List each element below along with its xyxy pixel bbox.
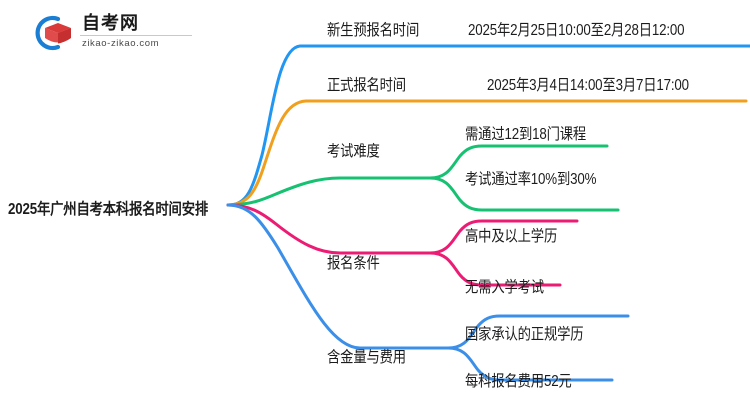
mindmap-branch-node-1[interactable]: 新生预报名时间 xyxy=(327,22,420,39)
connector-branch-3 xyxy=(226,176,432,207)
mindmap-branch-node-4[interactable]: 报名条件 xyxy=(327,255,380,272)
logo-mark-icon xyxy=(35,15,71,51)
logo-name-cn: 自考网 xyxy=(82,13,139,33)
mindmap-leaf-node-3-1[interactable]: 需通过12到18门课程 xyxy=(465,126,587,143)
mindmap-leaf-node-5-2[interactable]: 每科报名费用52元 xyxy=(465,373,572,390)
mindmap-leaf-node-4-1[interactable]: 高中及以上学历 xyxy=(465,228,558,245)
mindmap-root-node[interactable]: 2025年广州自考本科报名时间安排 xyxy=(8,201,209,218)
mindmap-leaf-node-5-1[interactable]: 国家承认的正规学历 xyxy=(465,326,584,343)
logo-domain: zikao-zikao.com xyxy=(82,38,160,49)
mindmap-leaf-node-2-1[interactable]: 2025年3月4日14:00至3月7日17:00 xyxy=(487,77,689,94)
connector-branch-5 xyxy=(226,203,450,350)
mindmap-branch-node-2[interactable]: 正式报名时间 xyxy=(327,77,406,94)
connector-branch-2 xyxy=(226,99,748,207)
mindmap-leaf-node-4-2[interactable]: 无需入学考试 xyxy=(465,279,544,296)
logo-wordmark: 自考网 zikao-zikao.com xyxy=(80,12,198,52)
site-logo[interactable]: 自考网 zikao-zikao.com xyxy=(28,12,198,54)
mindmap-branch-node-3[interactable]: 考试难度 xyxy=(327,143,380,160)
logo-divider xyxy=(80,35,192,36)
mindmap-leaf-node-3-2[interactable]: 考试通过率10%到30% xyxy=(465,171,597,188)
mindmap-branch-node-5[interactable]: 含金量与费用 xyxy=(327,349,406,366)
connector-branch-4 xyxy=(226,203,432,255)
mindmap-leaf-node-1-1[interactable]: 2025年2月25日10:00至2月28日12:00 xyxy=(468,22,685,39)
